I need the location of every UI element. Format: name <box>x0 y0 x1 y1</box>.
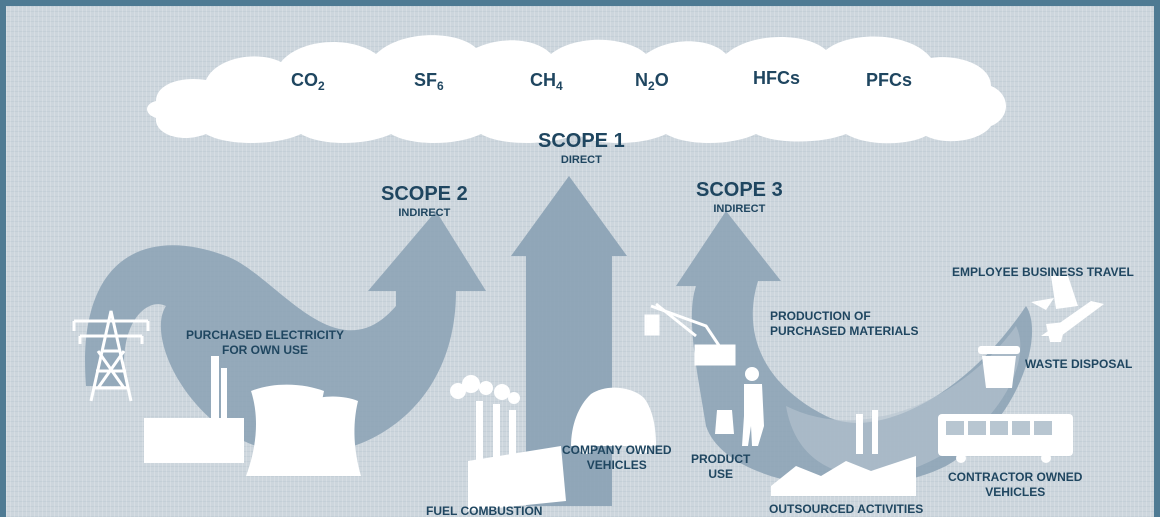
outsourced-factory-icon <box>771 410 916 496</box>
worker-icon <box>715 367 764 446</box>
power-plant-icon <box>144 356 361 476</box>
scope2-label: SCOPE 2 INDIRECT <box>381 182 468 221</box>
gas-label-ch4: CH4 <box>530 70 563 93</box>
scope3-type: INDIRECT <box>713 203 766 215</box>
gas-label-hfcs: HFCs <box>753 68 801 88</box>
scope1-label: SCOPE 1 DIRECT <box>538 129 625 168</box>
gas-label-n2o: N2O <box>635 70 669 93</box>
waste-disposal-label: WASTE DISPOSAL <box>1025 357 1133 371</box>
crane-icon <box>644 302 736 366</box>
business-travel-label: EMPLOYEE BUSINESS TRAVEL <box>952 265 1134 279</box>
scope2-arrow <box>85 211 486 455</box>
trash-can-icon <box>978 346 1020 388</box>
scope2-title: SCOPE 2 <box>381 183 468 205</box>
gas-label-sf6: SF6 <box>414 70 444 93</box>
transmission-tower-icon <box>72 310 150 402</box>
emissions-cloud <box>147 35 1006 144</box>
airplane-icon <box>1031 276 1104 342</box>
scope1-type: DIRECT <box>560 154 602 166</box>
scope3-label: SCOPE 3 INDIRECT <box>696 178 783 217</box>
fuel-combustion-label: FUEL COMBUSTION <box>426 504 543 517</box>
scope2-type: INDIRECT <box>398 207 451 219</box>
outsourced-activities-label: OUTSOURCED ACTIVITIES <box>769 502 924 516</box>
gas-label-pfcs: PFCs <box>866 70 913 90</box>
car-icon <box>571 387 656 454</box>
gas-label-co2: CO2 <box>291 70 325 93</box>
scope3-title: SCOPE 3 <box>696 179 783 201</box>
diagram-artwork <box>72 35 1104 511</box>
factory-icon <box>450 375 566 511</box>
scope1-title: SCOPE 1 <box>538 130 625 152</box>
